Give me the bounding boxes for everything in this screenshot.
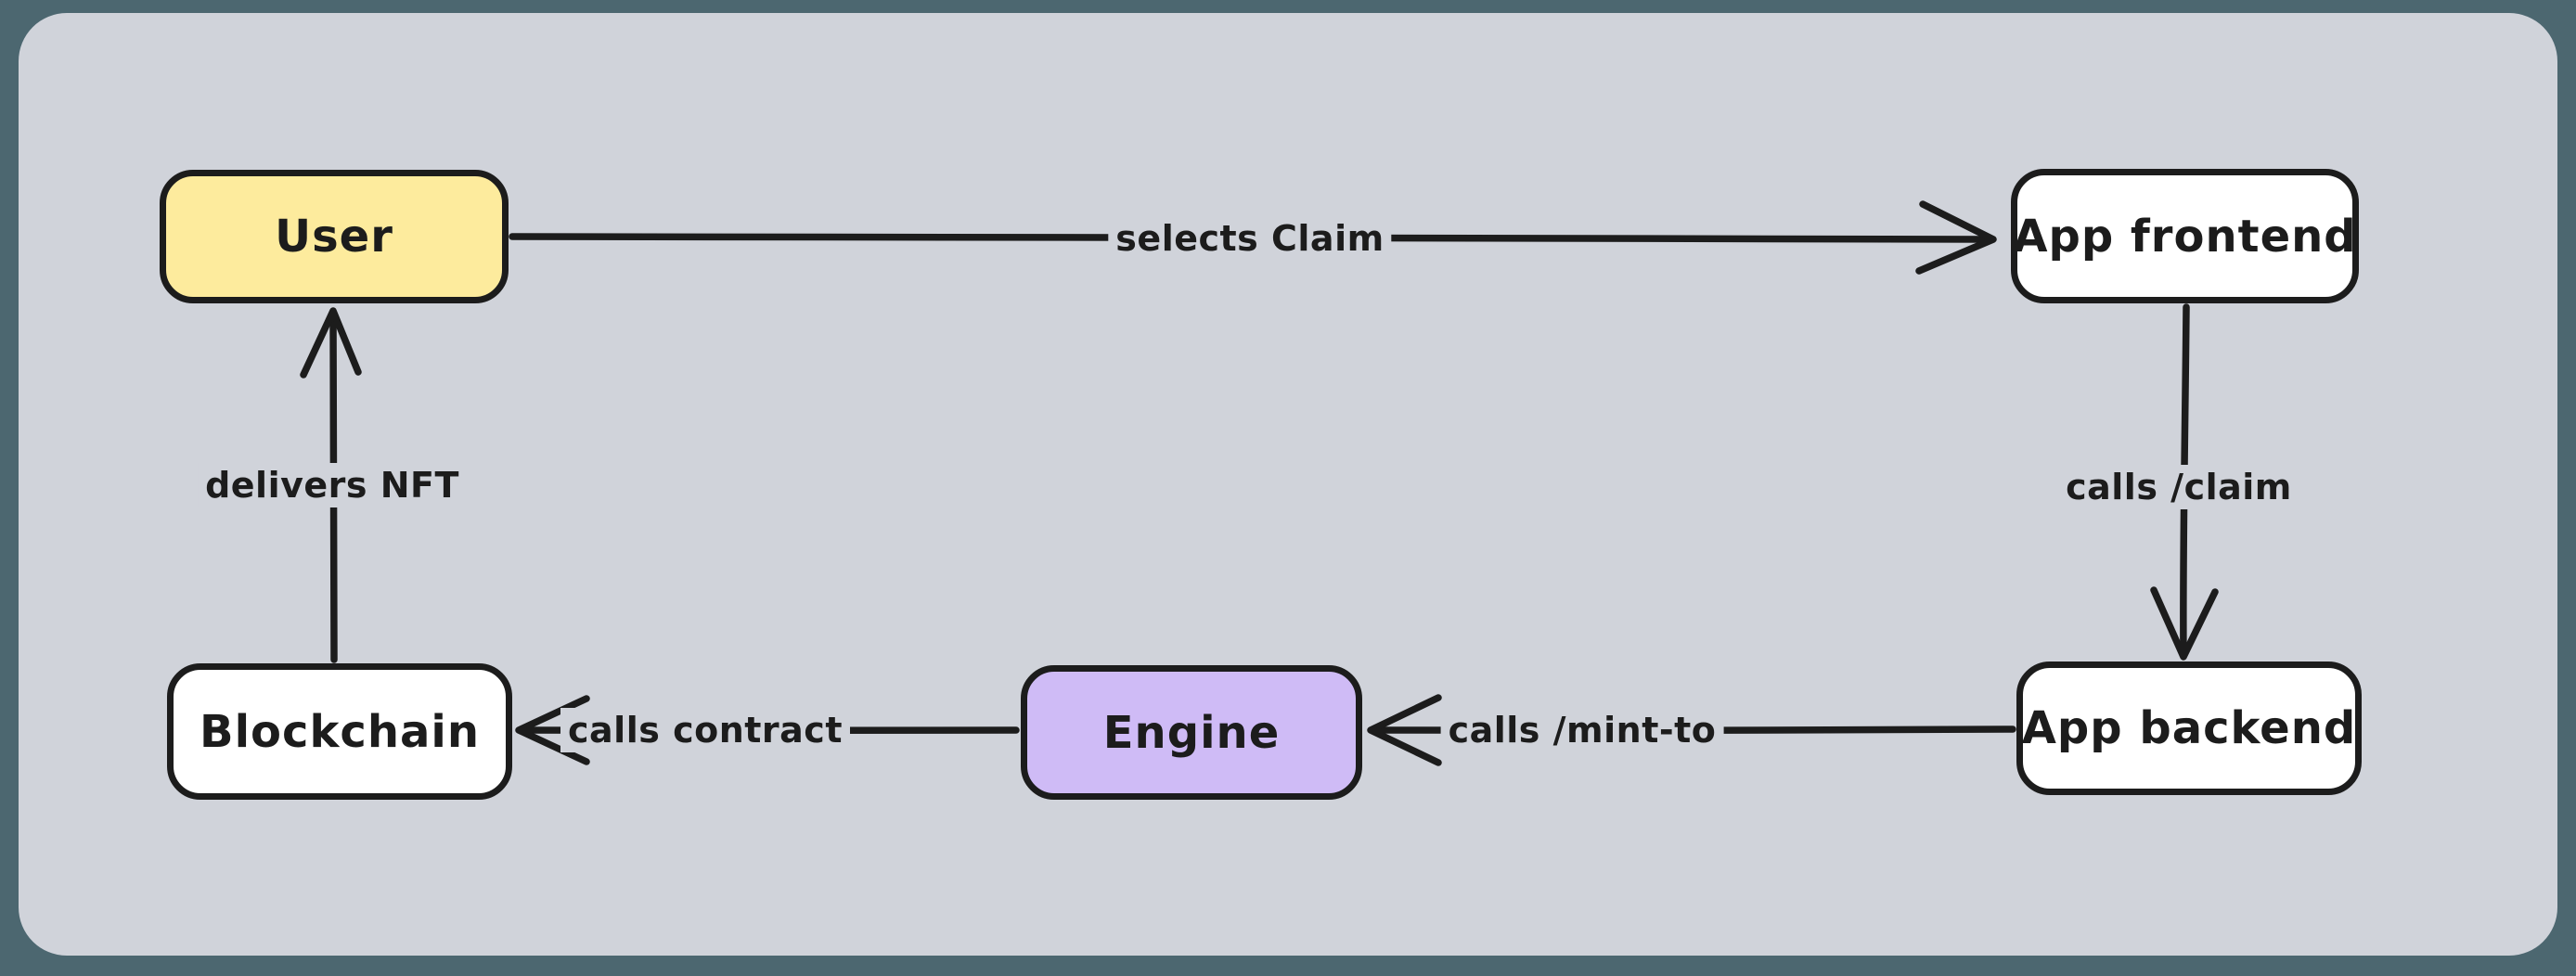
edge-label-calls-mint-to[interactable]: calls /mint-to — [1440, 708, 1724, 752]
node-label: App backend — [2021, 702, 2357, 754]
arrowhead-right-icon — [1915, 200, 1997, 275]
edge-label-delivers-nft[interactable]: delivers NFT — [198, 463, 467, 507]
node-label: Engine — [1102, 706, 1281, 759]
arrowhead-down-icon — [2150, 586, 2219, 661]
node-blockchain[interactable]: Blockchain — [167, 663, 512, 800]
arrowhead-up-icon — [300, 307, 362, 379]
node-app-backend[interactable]: App backend — [2016, 661, 2362, 795]
node-label: Blockchain — [199, 705, 481, 758]
edge-label-selects-claim[interactable]: selects Claim — [1108, 216, 1392, 261]
node-label: App frontend — [2013, 210, 2357, 263]
node-engine[interactable]: Engine — [1021, 665, 1362, 800]
arrowhead-left-icon — [1367, 694, 1442, 766]
edge-label-calls-contract[interactable]: calls contract — [560, 708, 850, 752]
edge-label-calls-claim[interactable]: calls /claim — [2058, 465, 2299, 509]
node-app-frontend[interactable]: App frontend — [2011, 169, 2359, 303]
node-user[interactable]: User — [160, 170, 509, 303]
node-label: User — [275, 211, 393, 263]
